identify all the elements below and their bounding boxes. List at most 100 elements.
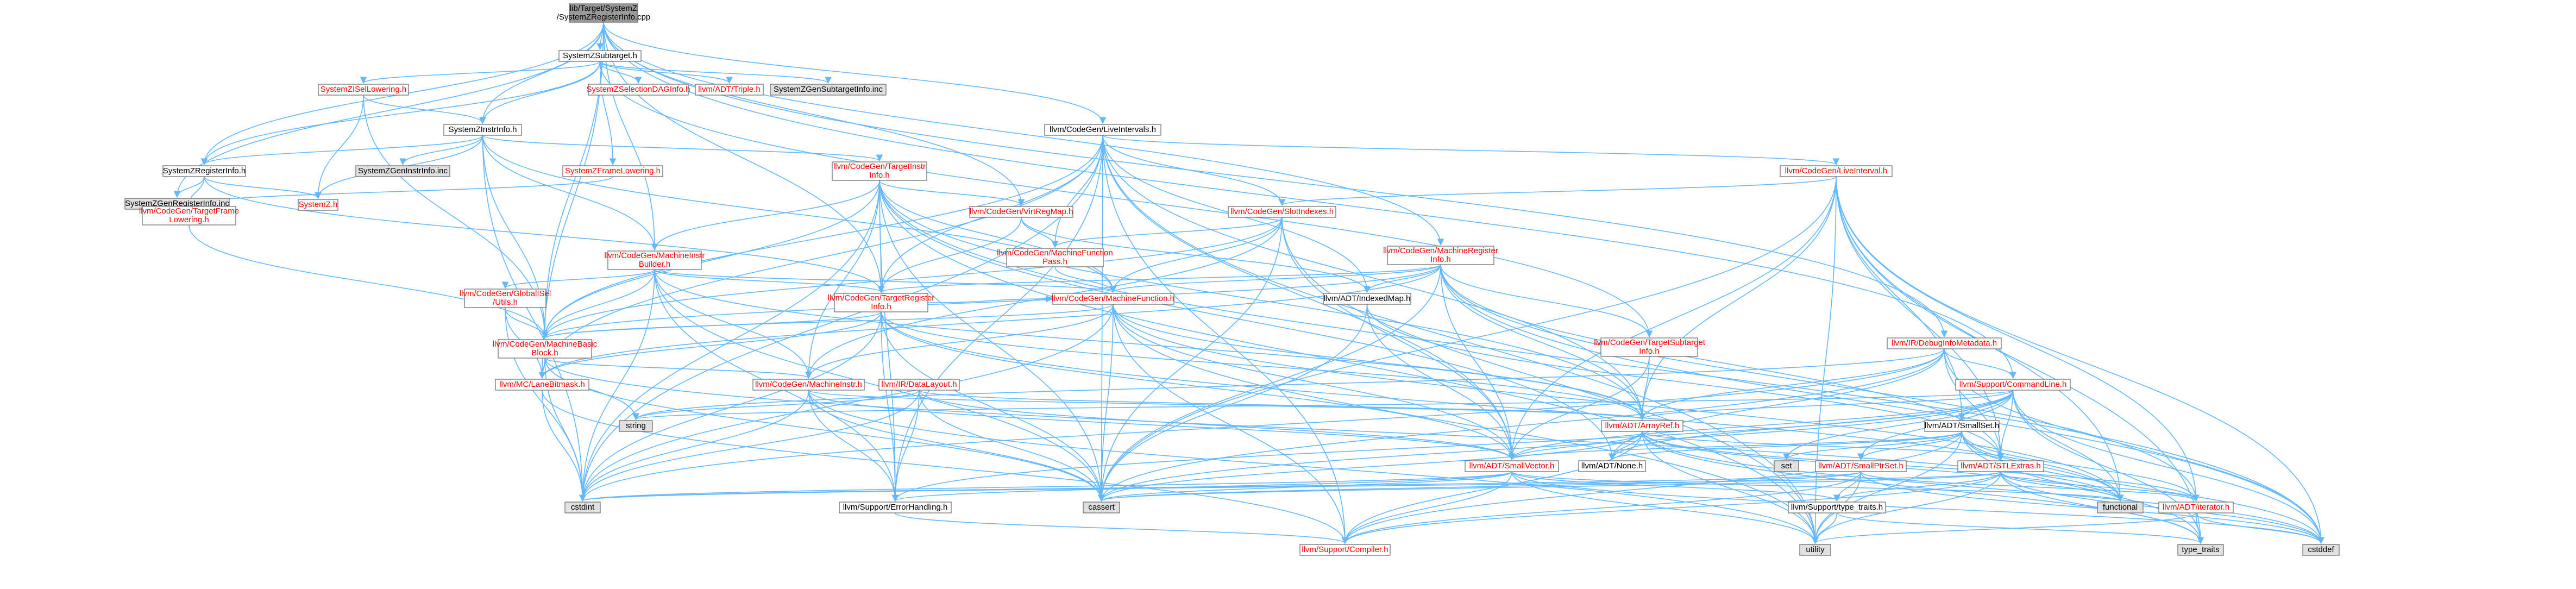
edge-arrayref-to-utility — [1642, 431, 1819, 544]
edge-slotindexes-to-mf — [1109, 217, 1283, 293]
node-compiler[interactable]: llvm/Support/Compiler.h — [1299, 544, 1391, 556]
node-label: cassert — [1088, 503, 1115, 512]
node-box — [695, 84, 764, 96]
node-minstr[interactable]: llvm/CodeGen/MachineInstr.h — [752, 379, 865, 391]
node-label: llvm/ADT/ArrayRef.h — [1605, 421, 1680, 430]
node-smallset[interactable]: llvm/ADT/SmallSet.h — [1924, 420, 2000, 432]
node-box — [1955, 379, 2071, 391]
edge-mibuilder-to-tri — [654, 269, 885, 293]
edge-liveinterval-to-typetraits — [1836, 176, 2204, 544]
node-none[interactable]: llvm/ADT/None.h — [1578, 460, 1646, 472]
edge-mri-to-iterator — [1440, 264, 2200, 502]
node-smallvector[interactable]: llvm/ADT/SmallVector.h — [1465, 460, 1559, 472]
node-label: SystemZGenInstrInfo.inc — [358, 166, 448, 176]
node-cstddef: cstddef — [2302, 544, 2340, 556]
edge-liveintervals-to-utility — [1102, 135, 1819, 544]
edge-commandline-to-typetraits — [2012, 390, 2204, 544]
edge-minstr-to-utility — [808, 390, 1819, 544]
node-box — [878, 379, 960, 391]
node-box — [1578, 460, 1646, 472]
node-stlextras[interactable]: llvm/ADT/STLExtras.h — [1957, 460, 2044, 472]
edge-smallptrset-to-iterator — [1860, 471, 2200, 502]
edge-targetinstrinfo-to-cassert — [879, 180, 1105, 502]
edge-smallptrset-to-compiler — [1341, 471, 1862, 544]
node-box — [1774, 460, 1799, 472]
edge-liveintervals-to-compiler — [1102, 135, 1349, 544]
node-errorhandling[interactable]: llvm/Support/ErrorHandling.h — [839, 502, 952, 513]
edge-arrayref-to-stlextras — [1642, 431, 2005, 461]
edge-debuginfo-to-arrayref — [1638, 348, 1945, 421]
edge-datalayout-to-errorhandling — [891, 390, 920, 502]
edge-tsi-to-arrayref — [1638, 356, 1650, 421]
node-selectiondag[interactable]: SystemZSelectionDAGInfo.h — [587, 84, 690, 96]
edge-mri-to-arrayref — [1440, 264, 1646, 421]
node-framelowering[interactable]: SystemZFrameLowering.h — [562, 165, 663, 177]
node-instrinfo[interactable]: SystemZInstrInfo.h — [443, 124, 522, 136]
node-triple[interactable]: llvm/ADT/Triple.h — [695, 84, 764, 96]
node-subtarget[interactable]: SystemZSubtarget.h — [558, 50, 642, 62]
node-label: llvm/ADT/SmallVector.h — [1469, 461, 1555, 471]
edge-root-to-debuginfo — [603, 22, 1948, 338]
edge-liveinterval-to-smallvector — [1508, 176, 1837, 461]
edge-targetinstrinfo-to-mbb — [541, 180, 880, 340]
node-gensubtarget: SystemZGenSubtargetInfo.inc — [770, 84, 887, 96]
node-globalisel[interactable]: llvm/CodeGen/GlobalISel/Utils.h — [460, 289, 551, 308]
edge-arrayref-to-cstddef — [1642, 431, 2324, 544]
node-datalayout[interactable]: llvm/IR/DataLayout.h — [878, 379, 960, 391]
nodes-layer: lib/Target/SystemZ/SystemZRegisterInfo.c… — [124, 3, 2340, 556]
edge-virtregmap-to-tri — [877, 217, 1022, 293]
node-virtregmap[interactable]: llvm/CodeGen/VirtRegMap.h — [969, 206, 1073, 218]
edge-isellowering-to-systemz — [315, 95, 364, 199]
node-label: Block.h — [531, 348, 558, 358]
node-box — [588, 84, 689, 96]
edge-stlextras-to-typetraitsh — [1833, 471, 2001, 502]
node-label: llvm/IR/DataLayout.h — [881, 380, 957, 389]
node-mf[interactable]: llvm/CodeGen/MachineFunction.h — [1052, 293, 1174, 305]
edge-liveinterval-to-utility — [1812, 176, 1837, 544]
edge-subtarget-to-selectiondag — [599, 61, 642, 84]
node-indexedmap[interactable]: llvm/ADT/IndexedMap.h — [1323, 293, 1411, 305]
node-smallptrset[interactable]: llvm/ADT/SmallPtrSet.h — [1815, 460, 1907, 472]
node-box — [569, 3, 638, 23]
node-commandline[interactable]: llvm/Support/CommandLine.h — [1955, 379, 2071, 391]
edge-root-to-tri — [603, 22, 885, 293]
node-reginfo[interactable]: SystemZRegisterInfo.h — [162, 165, 246, 177]
node-label: utility — [1806, 545, 1825, 554]
node-box — [1299, 544, 1391, 556]
edge-mri-to-indexedmap — [1364, 264, 1441, 293]
node-label: llvm/CodeGen/MachineInstr — [604, 251, 705, 260]
node-debuginfo[interactable]: llvm/IR/DebugInfoMetadata.h — [1887, 337, 2002, 349]
node-systemz[interactable]: SystemZ.h — [298, 199, 338, 211]
node-label: llvm/Support/ErrorHandling.h — [843, 503, 948, 512]
node-label: llvm/CodeGen/MachineFunction.h — [1052, 294, 1174, 303]
node-isellowering[interactable]: SystemZISelLowering.h — [318, 84, 409, 96]
edge-mri-to-lanebitmask — [538, 264, 1441, 379]
node-box — [1780, 165, 1893, 177]
node-label: llvm/ADT/None.h — [1581, 461, 1643, 471]
edge-liveinterval-to-cassert — [1098, 176, 1837, 502]
node-label: functional — [2103, 503, 2138, 512]
node-lanebitmask[interactable]: llvm/MC/LaneBitmask.h — [495, 379, 589, 391]
node-arrayref[interactable]: llvm/ADT/ArrayRef.h — [1601, 420, 1683, 432]
node-label: SystemZFrameLowering.h — [565, 166, 661, 176]
node-liveinterval[interactable]: llvm/CodeGen/LiveInterval.h — [1780, 165, 1893, 177]
node-liveintervals[interactable]: llvm/CodeGen/LiveIntervals.h — [1044, 124, 1161, 136]
edge-instrinfo-to-mibuilder — [482, 135, 658, 251]
node-set: set — [1774, 460, 1799, 472]
node-iterator[interactable]: llvm/ADT/iterator.h — [2158, 502, 2234, 513]
edge-root-to-mibuilder — [603, 22, 658, 251]
edge-debuginfo-to-stlextras — [1944, 348, 2005, 461]
edge-lanebitmask-to-compiler — [542, 390, 1349, 544]
edge-commandline-to-arrayref — [1638, 390, 2014, 421]
node-slotindexes[interactable]: llvm/CodeGen/SlotIndexes.h — [1228, 206, 1336, 218]
node-label: Pass.h — [1042, 257, 1067, 266]
node-typetraitsh[interactable]: llvm/Support/type_traits.h — [1788, 502, 1886, 513]
